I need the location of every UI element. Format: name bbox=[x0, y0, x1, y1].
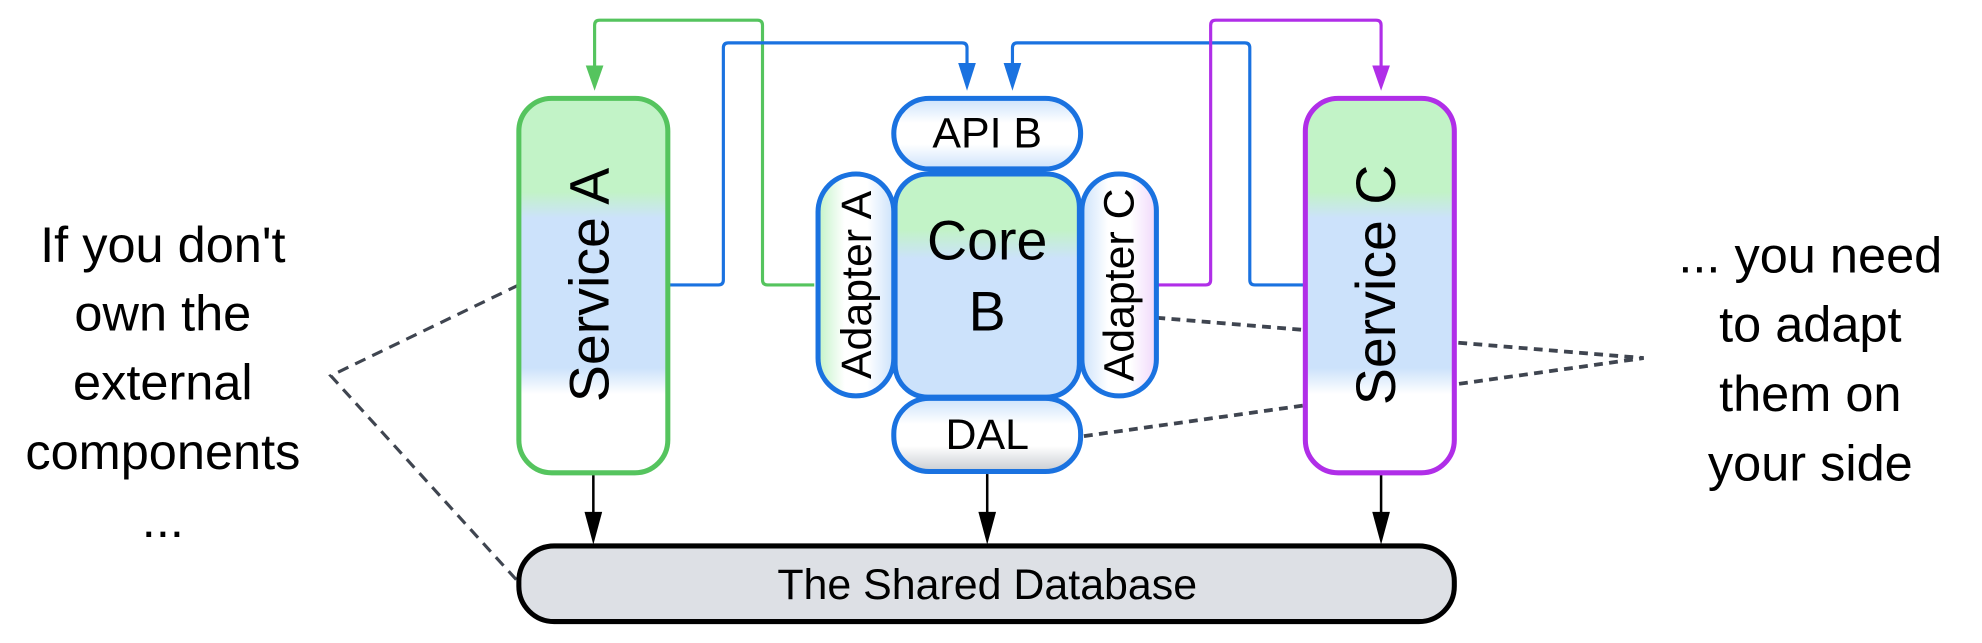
adapter-c-label: Adapter C bbox=[1096, 188, 1144, 381]
left-note-line: components bbox=[25, 423, 300, 480]
connector-purple bbox=[1155, 18, 1383, 287]
core-b-label-line2: B bbox=[969, 280, 1006, 342]
shared-database-label: The Shared Database bbox=[777, 561, 1197, 609]
left-note: If you don't own the external components… bbox=[25, 216, 300, 548]
service-a-box[interactable]: Service A bbox=[516, 95, 671, 476]
dal-box[interactable]: DAL bbox=[891, 395, 1084, 475]
arrowhead-db-c bbox=[1372, 511, 1390, 545]
arrowhead-blue-left bbox=[958, 63, 976, 91]
callout-left-lines bbox=[328, 283, 521, 584]
connector-blue-left bbox=[669, 41, 969, 287]
arrowhead-blue-right bbox=[1003, 63, 1022, 91]
service-c-box[interactable]: Service C bbox=[1302, 95, 1457, 476]
left-note-line: external bbox=[73, 354, 253, 411]
right-note-line: ... you need bbox=[1678, 226, 1942, 283]
core-b-box[interactable]: Core B bbox=[892, 171, 1082, 400]
left-note-line: ... bbox=[142, 491, 184, 548]
adapter-c-box[interactable]: Adapter C bbox=[1079, 171, 1159, 399]
arrowhead-db-a bbox=[584, 511, 603, 545]
api-b-label: API B bbox=[932, 110, 1042, 158]
core-b-label-line1: Core bbox=[927, 210, 1047, 272]
arrowhead-green bbox=[585, 65, 604, 91]
shared-database[interactable]: The Shared Database bbox=[516, 543, 1457, 625]
service-a-label: Service A bbox=[558, 168, 620, 402]
right-note-line: them on bbox=[1719, 365, 1901, 422]
dal-label: DAL bbox=[945, 411, 1028, 459]
left-note-line: own the bbox=[74, 284, 251, 341]
api-b-box[interactable]: API B bbox=[891, 95, 1084, 172]
arrowhead-purple bbox=[1372, 65, 1390, 91]
adapter-a-box[interactable]: Adapter A bbox=[815, 171, 897, 399]
right-note: ... you need to adapt them on your side bbox=[1678, 226, 1942, 491]
service-c-label: Service C bbox=[1345, 165, 1407, 405]
left-note-line: If you don't bbox=[40, 216, 285, 273]
right-note-line: your side bbox=[1708, 434, 1913, 491]
connector-blue-right bbox=[1010, 41, 1306, 287]
callout-right-lines bbox=[1082, 315, 1644, 439]
right-note-line: to adapt bbox=[1719, 296, 1901, 353]
connector-green bbox=[593, 18, 815, 287]
arrowhead-db-b bbox=[978, 511, 997, 545]
adapter-a-label: Adapter A bbox=[833, 190, 881, 379]
